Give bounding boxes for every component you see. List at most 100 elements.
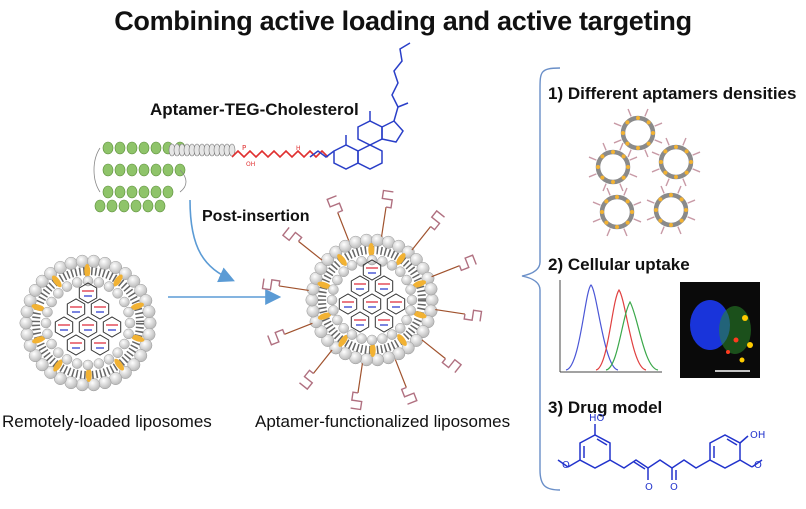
aptamer-strand-stem (380, 206, 387, 237)
svg-text:H: H (296, 145, 301, 152)
aptamer-strand-stem (278, 285, 309, 292)
aptamer-functionalized-liposomes-label: Aptamer-functionalized liposomes (255, 412, 511, 431)
lipid-head (119, 338, 130, 350)
aptamer-hairpin (441, 358, 463, 373)
cellular-uptake-label: 2) Cellular uptake (548, 255, 690, 274)
lipid-head (416, 325, 430, 339)
aptamer-functionalized-liposome (261, 189, 483, 411)
surface-aptamer (644, 108, 649, 117)
surface-aptamer (627, 108, 632, 117)
membrane-insert (397, 334, 407, 346)
carbonyl-right-atom: O (670, 482, 678, 493)
aptamer-bead (162, 185, 174, 199)
drug-crystal-hex (350, 311, 370, 333)
lipid-head (401, 314, 412, 326)
lipid-head (326, 294, 338, 306)
drug-crystal-hex (374, 275, 394, 297)
surface-aptamer (602, 142, 607, 151)
membrane-insert (113, 274, 123, 287)
aptamer-bead (106, 199, 118, 213)
drug-crystal-hex (66, 334, 86, 356)
remotely-loaded-liposomes-label: Remotely-loaded liposomes (2, 412, 212, 431)
membrane-insert (31, 304, 46, 312)
curcumin-atom-labels: HO OH O O O O (562, 413, 765, 493)
surface-aptamer (692, 168, 701, 173)
aptamer-strand-stem (411, 226, 432, 251)
aptamer-bead (138, 185, 150, 199)
lipid-head (405, 284, 416, 295)
lipid-head (71, 358, 83, 369)
surface-aptamer (692, 151, 701, 156)
drug-crystal-hex (374, 311, 394, 333)
lipid-head (386, 260, 398, 271)
aptamer-strand-stem (431, 265, 460, 278)
aptamer-hairpin (430, 209, 445, 231)
lipid-head (377, 333, 388, 344)
lipid-head (124, 317, 136, 329)
drug-crystal-hex (338, 293, 358, 315)
aptamer-densities-label: 1) Different aptamers densities (548, 84, 797, 103)
lipid-head (123, 306, 134, 318)
aqueous-core (338, 266, 406, 334)
lipid-head (19, 316, 33, 330)
aptamer-bead (162, 163, 174, 177)
aptamer-teg-cholesterol-label: Aptamer-TEG-Cholesterol (150, 100, 359, 119)
surface-aptamer (660, 226, 665, 235)
lipid-head (127, 358, 141, 372)
aptamer-bead (114, 163, 126, 177)
surface-aptamer (644, 149, 649, 158)
membrane-insert (53, 359, 63, 372)
aptamer-bead (130, 199, 142, 213)
surface-aptamer (677, 226, 682, 235)
surface-aptamer (592, 218, 601, 223)
aptamer-bead (126, 163, 138, 177)
aptamer-density-liposomes (588, 108, 701, 237)
aptamer-strand-stem (337, 212, 350, 241)
drug-crystal-hex (362, 259, 382, 281)
aptamer-bead (150, 185, 162, 199)
lipid-head (346, 260, 358, 271)
surface-aptamer (623, 228, 628, 237)
lipid-head (35, 358, 49, 372)
aptamer-strand-stem (421, 339, 446, 360)
surface-aptamer (588, 173, 597, 178)
aptamer-hairpin (458, 254, 477, 272)
surface-aptamer (651, 151, 660, 156)
membrane-insert (338, 334, 348, 347)
lipid-head (127, 274, 141, 288)
aptamer-strand-stem (435, 308, 466, 315)
lipid-head (321, 333, 335, 347)
membrane-insert (84, 264, 91, 279)
lipid-head (64, 256, 78, 270)
lipid-head (28, 349, 42, 363)
lipid-head (53, 288, 64, 299)
drug-crystal-hex (350, 275, 370, 297)
aptamer-hairpin (400, 386, 418, 405)
lipid-head (332, 314, 343, 326)
lipid-head (306, 304, 320, 318)
membrane-insert (412, 280, 427, 288)
lipid-head (338, 266, 349, 277)
lipid-head (93, 358, 105, 369)
aptamer-hairpin (267, 328, 286, 346)
membrane-insert (114, 358, 124, 371)
aptamer-strand-stem (394, 359, 407, 388)
lipid-head (98, 376, 112, 390)
aptamer-strand-stem (284, 322, 313, 335)
surface-aptamer (682, 178, 687, 187)
aptamer-bead (142, 199, 154, 213)
aptamer-bead (126, 185, 138, 199)
oh-right-atom: OH (750, 430, 765, 441)
drug-crystal-hex (54, 316, 74, 338)
drug-crystal-hex (90, 298, 110, 320)
aptamer-hairpin (350, 391, 363, 411)
surface-aptamer (687, 199, 696, 204)
lipid-head (406, 294, 418, 306)
surface-aptamer (606, 187, 611, 196)
microscopy-image (680, 282, 760, 378)
lipid-head (425, 293, 439, 307)
drug-crystal-hex (66, 298, 86, 320)
results-brace (521, 67, 561, 491)
lipid-head (134, 283, 148, 297)
